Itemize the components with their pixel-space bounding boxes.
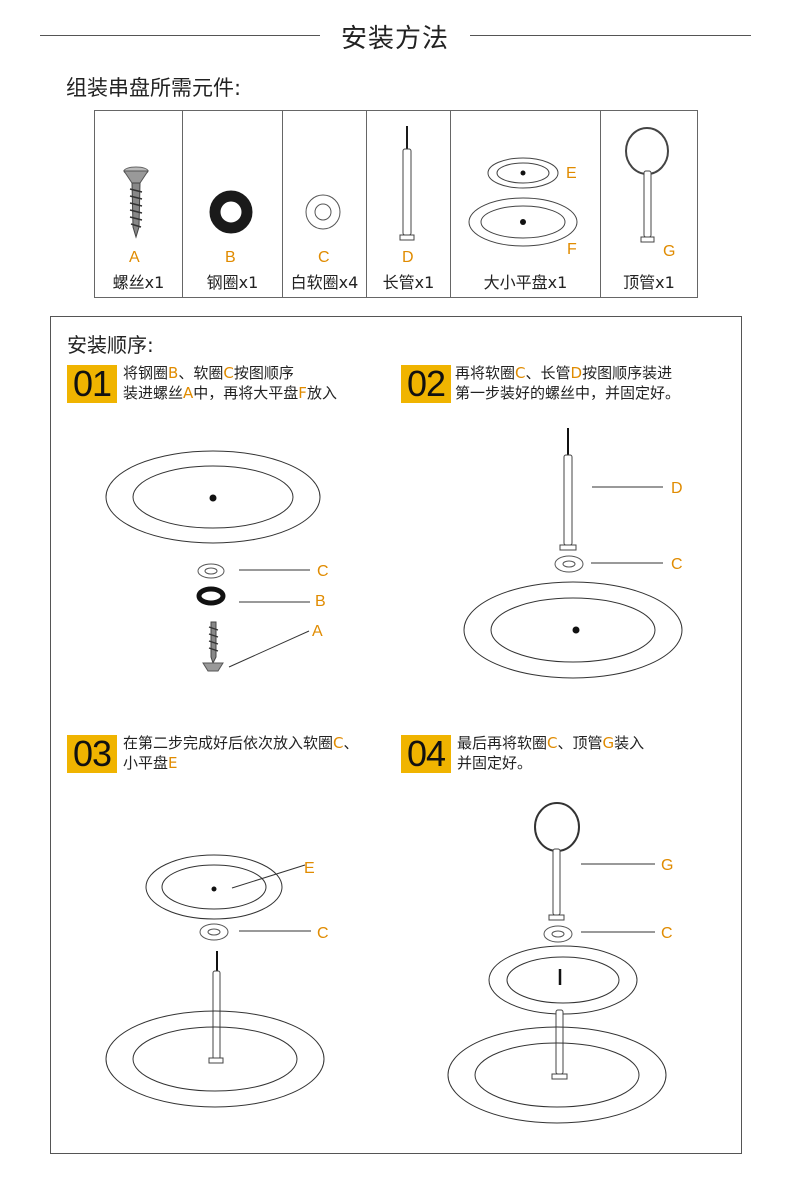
step-text-segment: 放入 (306, 384, 337, 402)
step-1-line-2: 装进螺丝A中，再将大平盘F放入 (123, 383, 337, 403)
step-2-line-2: 第一步装好的螺丝中，并固定好。 (455, 383, 680, 403)
step-text-segment: 中，再将大平盘 (193, 384, 299, 402)
step-text-segment: 再将软圈 (455, 364, 516, 382)
title-rule-left (40, 35, 320, 36)
step-text-segment: 并固定好。 (457, 754, 533, 772)
step-text-segment: 装进螺丝 (123, 384, 184, 402)
step-1-text: 将钢圈B、软圈C按图顺序 装进螺丝A中，再将大平盘F放入 (123, 363, 337, 403)
part-cell-long-tube: D 长管x1 (367, 111, 451, 297)
step-3-line-2: 小平盘E (123, 753, 359, 773)
part-letter-c: C (318, 249, 330, 266)
steps-heading: 安装顺序: (67, 333, 154, 357)
part-reference: D (570, 364, 583, 382)
part-reference: C (547, 734, 558, 752)
step-1-callout-b: B (315, 593, 326, 610)
step-1-line-1: 将钢圈B、软圈C按图顺序 (123, 363, 337, 383)
step-3-diagram: E C (105, 854, 329, 1108)
part-name-steel-ring: 钢圈x1 (206, 273, 259, 292)
step-3-text: 在第二步完成好后依次放入软圈C、 小平盘E (123, 733, 359, 773)
part-reference: E (168, 754, 178, 772)
step-1-diagram: C B A (105, 450, 329, 672)
step-2-text: 再将软圈C、长管D按图顺序装进 第一步装好的螺丝中，并固定好。 (455, 363, 680, 403)
steel-ring-icon (209, 190, 253, 234)
page-title: 安装方法 (340, 24, 449, 54)
step-text-segment: 最后再将软圈 (457, 734, 548, 752)
step-text-segment: 、顶管 (557, 734, 603, 752)
part-cell-plates: E F 大小平盘x1 (451, 111, 601, 297)
title-rule-right (470, 35, 751, 36)
step-2-callout-c: C (671, 556, 683, 573)
plates-icon (468, 157, 578, 247)
part-cell-soft-ring: C 白软圈x4 (283, 111, 367, 297)
step-3-callout-c: C (317, 925, 329, 942)
step-2-line-1: 再将软圈C、长管D按图顺序装进 (455, 363, 680, 383)
part-reference: C (223, 364, 234, 382)
step-text-segment: 第一步装好的螺丝中，并固定好。 (455, 384, 681, 402)
part-letter-a: A (129, 249, 140, 266)
part-reference: F (298, 384, 307, 402)
part-letter-d: D (402, 249, 414, 266)
top-tube-icon (625, 127, 669, 243)
part-cell-steel-ring: B 钢圈x1 (183, 111, 283, 297)
part-letter-g: G (663, 243, 676, 260)
part-reference: B (168, 364, 179, 382)
step-4-text: 最后再将软圈C、顶管G装入 并固定好。 (457, 733, 644, 773)
step-3-line-1: 在第二步完成好后依次放入软圈C、 (123, 733, 359, 753)
part-name-screw: 螺丝x1 (112, 273, 165, 292)
step-text-segment: 小平盘 (123, 754, 169, 772)
step-text-segment: 装入 (614, 734, 645, 752)
step-1-badge: 01 (67, 365, 117, 403)
step-text-segment: 按图顺序装进 (582, 364, 673, 382)
assembly-diagrams: C B A D C (105, 428, 683, 1124)
part-reference: C (333, 734, 344, 752)
part-letter-b: B (225, 249, 236, 266)
title-row: 安装方法 (0, 14, 790, 58)
step-text-segment: 、长管 (525, 364, 571, 382)
screw-icon (123, 166, 149, 239)
step-4-badge: 04 (401, 735, 451, 773)
part-letter-f: F (567, 241, 577, 258)
step-3-badge: 03 (67, 735, 117, 773)
step-4-diagram: G C (447, 802, 673, 1124)
step-1-callout-a: A (312, 623, 323, 640)
step-text-segment: 、 (343, 734, 359, 752)
step-4-callout-c: C (661, 925, 673, 942)
step-text-segment: 按图顺序 (233, 364, 294, 382)
part-name-soft-ring: 白软圈x4 (290, 273, 359, 292)
parts-heading: 组装串盘所需元件: (66, 76, 242, 100)
part-reference: C (515, 364, 526, 382)
part-letter-e: E (566, 165, 577, 182)
step-2-callout-d: D (671, 480, 683, 497)
part-name-long-tube: 长管x1 (382, 273, 435, 292)
parts-table: A 螺丝x1 B 钢圈x1 C 白软圈x4 D 长管x1 (94, 110, 698, 298)
part-reference: G (602, 734, 615, 752)
step-4-line-1: 最后再将软圈C、顶管G装入 (457, 733, 644, 753)
step-text-segment: 在第二步完成好后依次放入软圈 (123, 734, 334, 752)
step-2-badge: 02 (401, 365, 451, 403)
step-1-callout-c: C (317, 563, 329, 580)
step-4-line-2: 并固定好。 (457, 753, 644, 773)
step-text-segment: 将钢圈 (123, 364, 169, 382)
soft-ring-icon (305, 194, 341, 230)
part-cell-top-tube: G 顶管x1 (601, 111, 697, 297)
step-4-callout-g: G (661, 857, 673, 874)
step-2-diagram: D C (463, 428, 683, 679)
part-cell-screw: A 螺丝x1 (95, 111, 183, 297)
part-reference: A (183, 384, 194, 402)
step-3-callout-e: E (304, 860, 315, 877)
long-tube-icon (399, 126, 415, 241)
assembly-steps-box: 安装顺序: 01 将钢圈B、软圈C按图顺序 装进螺丝A中，再将大平盘F放入 02… (50, 316, 742, 1154)
part-name-plates: 大小平盘x1 (483, 273, 568, 292)
step-text-segment: 、软圈 (178, 364, 224, 382)
part-name-top-tube: 顶管x1 (623, 273, 675, 292)
